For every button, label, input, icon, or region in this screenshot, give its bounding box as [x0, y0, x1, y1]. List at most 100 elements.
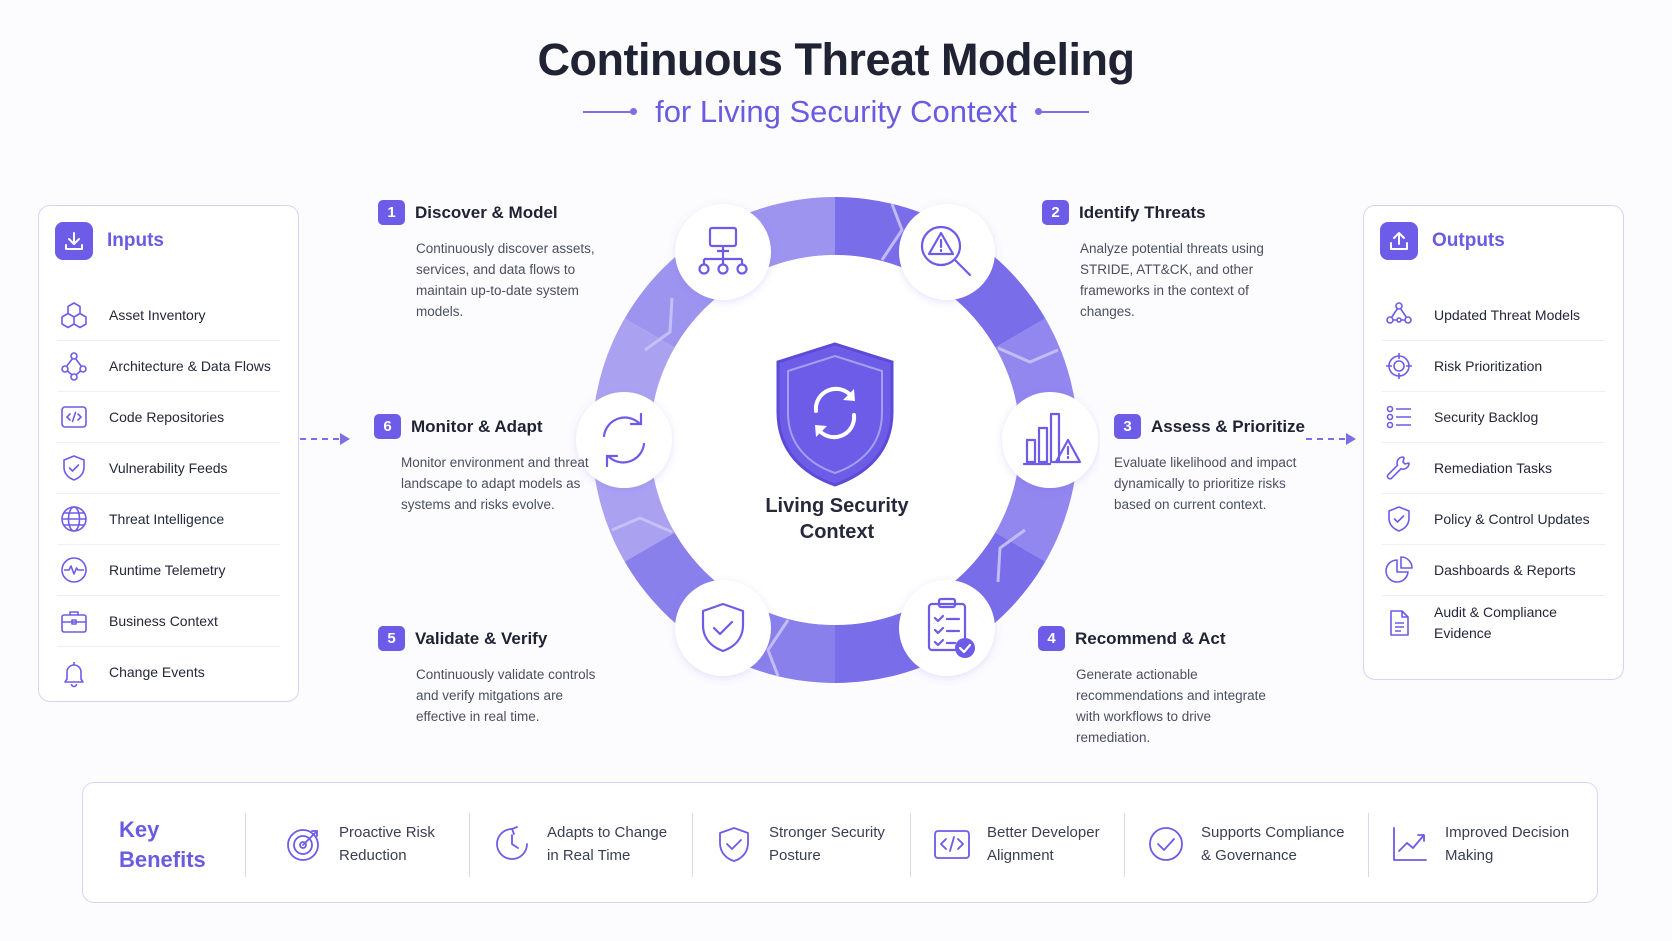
step-6-title: Monitor & Adapt [411, 416, 543, 436]
shield-icon [1382, 502, 1416, 536]
benefit-proactive-risk: Proactive Risk Reduction [283, 821, 449, 867]
briefcase-icon [57, 604, 91, 638]
input-item-threat-intelligence: Threat Intelligence [57, 494, 280, 545]
benefit-separator [469, 813, 470, 877]
step-4-title: Recommend & Act [1075, 628, 1226, 648]
threat-magnifier-icon [920, 225, 972, 277]
download-icon [55, 222, 93, 260]
key-benefits-panel: Key Benefits Proactive Risk Reduction Ad… [82, 782, 1598, 903]
monitor-refresh-icon [602, 412, 646, 468]
benefit-compliance: Supports Compliance & Governance [1145, 821, 1351, 867]
input-item-code-repositories: Code Repositories [57, 392, 280, 443]
step-3-desc: Evaluate likelihood and impact dynamical… [1114, 455, 1297, 512]
step-1-title: Discover & Model [415, 202, 558, 222]
subtitle-divider-right [1034, 108, 1089, 115]
nodes-icon [1382, 298, 1416, 332]
output-item-dashboards: Dashboards & Reports [1382, 545, 1605, 596]
document-icon [1382, 606, 1416, 640]
benefit-developer-alignment: Better Developer Alignment [931, 821, 1117, 867]
step-1-desc: Continuously discover assets, services, … [416, 241, 595, 319]
shield-check-icon [713, 823, 755, 865]
output-flow-arrow [1306, 433, 1356, 445]
globe-icon [57, 502, 91, 536]
center-shield-icon [776, 342, 894, 487]
step-2: 2 Identify Threats Analyze potential thre… [1042, 200, 1282, 322]
subtitle-row: for Living Security Context [0, 94, 1672, 130]
validate-shield-icon [701, 602, 745, 653]
step-3-title: Assess & Prioritize [1151, 416, 1306, 436]
input-item-business-context: Business Context [57, 596, 280, 647]
step-2-title: Identify Threats [1079, 202, 1206, 222]
code-icon [57, 400, 91, 434]
assess-chart-icon [1022, 412, 1082, 466]
benefits-title: Key Benefits [119, 817, 206, 872]
benefit-separator [1124, 813, 1125, 877]
outputs-panel: Outputs Updated Threat Models Risk Prior… [1363, 205, 1624, 680]
step-5-title: Validate & Verify [415, 628, 548, 648]
wrench-icon [1382, 451, 1416, 485]
step-4-badge: 4 [1038, 626, 1065, 651]
outputs-list: Updated Threat Models Risk Prioritizatio… [1382, 290, 1605, 650]
step-5-desc: Continuously validate controls and verif… [416, 667, 596, 724]
step-6-desc: Monitor environment and threat landscape… [401, 455, 589, 512]
center-label: Living Security Context [765, 495, 909, 543]
input-flow-arrow [300, 433, 350, 445]
step-1-badge: 1 [378, 200, 405, 225]
input-item-runtime-telemetry: Runtime Telemetry [57, 545, 280, 596]
step-3-badge: 3 [1114, 414, 1141, 439]
inputs-list: Asset Inventory Architecture & Data Flow… [57, 290, 280, 698]
benefit-separator [1368, 813, 1369, 877]
check-circle-icon [1145, 823, 1187, 865]
step-6: 6 Monitor & Adapt Monitor environment and… [374, 414, 614, 515]
output-item-threat-models: Updated Threat Models [1382, 290, 1605, 341]
recommend-checklist-icon [927, 597, 967, 652]
benefit-separator [910, 813, 911, 877]
output-item-audit-evidence: Audit & Compliance Evidence [1382, 596, 1605, 650]
lifecycle-ring [576, 197, 1098, 683]
step-1: 1 Discover & Model Continuously discover … [378, 200, 618, 322]
benefit-stronger-posture: Stronger Security Posture [713, 821, 899, 867]
network-icon [57, 349, 91, 383]
page-title: Continuous Threat Modeling [537, 34, 1135, 85]
upload-icon [1380, 222, 1418, 260]
inputs-panel: Inputs Asset Inventory Architecture & Da… [38, 205, 299, 702]
outputs-header: Outputs [1380, 222, 1505, 260]
output-item-remediation-tasks: Remediation Tasks [1382, 443, 1605, 494]
step-4-desc: Generate actionable recommendations and … [1076, 667, 1266, 745]
pulse-icon [57, 553, 91, 587]
step-2-desc: Analyze potential threats using STRIDE, … [1080, 241, 1264, 319]
benefit-adapts: Adapts to Change in Real Time [491, 821, 677, 867]
cubes-icon [57, 298, 91, 332]
target-icon [1382, 349, 1416, 383]
subtitle-divider-left [583, 108, 638, 115]
output-item-risk-prioritization: Risk Prioritization [1382, 341, 1605, 392]
inputs-title: Inputs [107, 230, 164, 251]
recommend-check-badge [955, 638, 975, 658]
step-2-badge: 2 [1042, 200, 1069, 225]
step-4: 4 Recommend & Act Generate actionable rec… [1038, 626, 1278, 748]
inputs-header: Inputs [55, 222, 164, 260]
target-icon [283, 823, 325, 865]
shield-icon [57, 451, 91, 485]
input-item-vulnerability-feeds: Vulnerability Feeds [57, 443, 280, 494]
clock-icon [491, 823, 533, 865]
outputs-title: Outputs [1432, 230, 1505, 251]
step-3: 3 Assess & Prioritize Evaluate likelihood… [1114, 414, 1354, 515]
input-item-asset-inventory: Asset Inventory [57, 290, 280, 341]
benefit-separator [692, 813, 693, 877]
bell-icon [57, 656, 91, 690]
step-5-badge: 5 [378, 626, 405, 651]
trend-chart-icon [1389, 823, 1431, 865]
step-5: 5 Validate & Verify Continuously validate… [378, 626, 618, 727]
benefit-decision-making: Improved Decision Making [1389, 821, 1585, 867]
page-subtitle: for Living Security Context [655, 94, 1017, 129]
ring-chevrons [611, 203, 1059, 677]
code-icon [931, 823, 973, 865]
output-item-security-backlog: Security Backlog [1382, 392, 1605, 443]
output-item-policy-updates: Policy & Control Updates [1382, 494, 1605, 545]
discover-node-icon [698, 226, 748, 275]
step-6-badge: 6 [374, 414, 401, 439]
pie-chart-icon [1382, 553, 1416, 587]
list-icon [1382, 400, 1416, 434]
input-item-architecture: Architecture & Data Flows [57, 341, 280, 392]
